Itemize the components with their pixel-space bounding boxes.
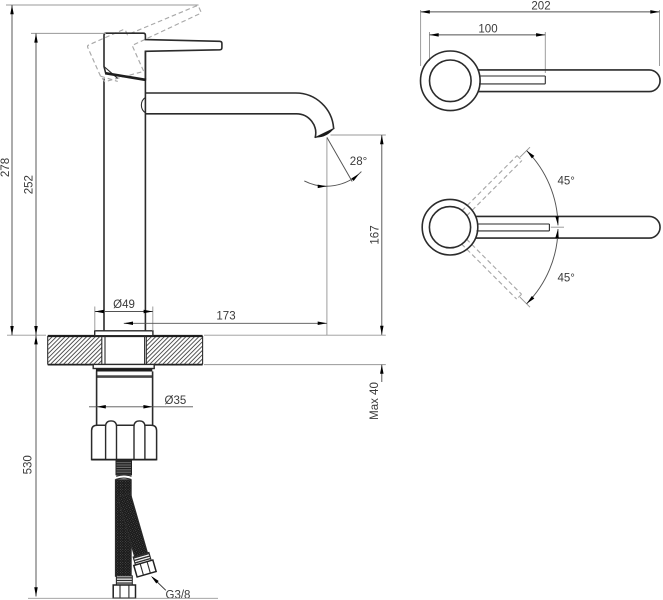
svg-text:45°: 45° <box>558 176 575 188</box>
svg-text:Ø49: Ø49 <box>113 299 135 311</box>
svg-text:252: 252 <box>24 175 36 194</box>
svg-text:167: 167 <box>369 225 381 244</box>
svg-text:173: 173 <box>216 311 235 323</box>
svg-text:Max 40: Max 40 <box>369 382 381 420</box>
svg-text:G3/8: G3/8 <box>166 590 191 600</box>
svg-text:530: 530 <box>23 455 35 474</box>
svg-text:45°: 45° <box>558 273 575 285</box>
svg-text:100: 100 <box>478 24 497 36</box>
svg-text:278: 278 <box>0 158 12 177</box>
svg-text:202: 202 <box>531 1 550 13</box>
svg-text:28°: 28° <box>350 156 367 168</box>
svg-text:Ø35: Ø35 <box>165 395 187 407</box>
